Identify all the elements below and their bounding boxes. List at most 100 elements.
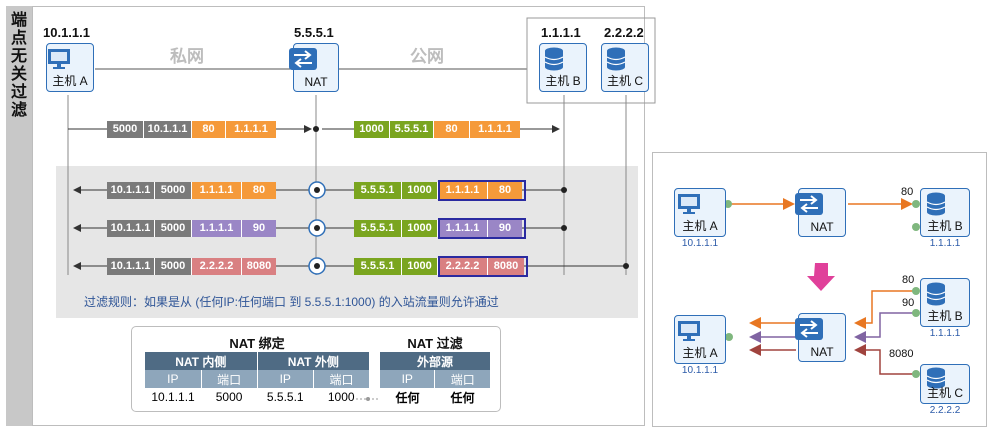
inbound-private-packet: 10.1.1.1 5000 1.1.1.1 90 [107,220,276,237]
nat-outside-header: NAT 外侧 [256,352,369,370]
right-host-a-node[interactable]: 主机 A [674,188,726,237]
dst-ip: 10.1.1.1 [107,220,155,237]
binding-table: NAT 内侧 NAT 外侧 IP 端口 IP 端口 10.1.1.1 5000 … [145,352,369,406]
dst-ip: 5.5.5.1 [354,182,402,199]
port-label: 80 [902,274,915,286]
host-a-ip: 10.1.1.1 [681,238,719,249]
right-nat-node[interactable]: NAT [795,188,846,237]
nat-arrows-icon [795,193,823,215]
sidebar-title: 端点无关过滤 [10,12,27,119]
nat-label: NAT [810,345,834,359]
src-port: 80 [242,182,276,199]
host-b-label: 主机 B [545,74,581,88]
dst-port: 80 [434,121,470,138]
source-highlight [438,218,526,239]
host-c-label: 主机 C [926,386,963,400]
src-port: 90 [242,220,276,237]
col-ip: IP [380,370,435,388]
nat-arrows-icon [289,48,317,70]
nat-inside-header: NAT 内侧 [145,352,258,370]
table-cell: 任何 [450,390,475,405]
dst-ip: 5.5.5.1 [354,258,402,275]
host-a-node[interactable]: 主机 A [46,43,94,92]
host-b-ip: 1.1.1.1 [929,238,961,249]
src-port: 8080 [242,258,276,275]
host-a-label: 主机 A [682,219,718,233]
host-b-ip: 1.1.1.1 [541,25,581,40]
outbound-private-packet: 5000 10.1.1.1 80 1.1.1.1 [107,121,276,138]
dst-port: 5000 [155,220,192,237]
host-b-label: 主机 B [927,219,963,233]
inbound-public-packet: 5.5.5.1 1000 2.2.2.2 8080 [354,258,524,275]
src-port: 1000 [354,121,390,138]
dst-ip: 5.5.5.1 [354,220,402,237]
inbound-private-packet: 10.1.1.1 5000 1.1.1.1 80 [107,182,276,199]
src-ip: 10.1.1.1 [144,121,192,138]
monitor-icon [678,194,700,214]
inbound-public-packet: 5.5.5.1 1000 1.1.1.1 90 [354,220,522,237]
dst-port: 1000 [402,182,438,199]
src-ip: 1.1.1.1 [192,182,242,199]
right-host-a-node[interactable]: 主机 A [674,315,726,364]
external-source-header: 外部源 [380,352,490,370]
database-icon [926,367,946,389]
src-ip: 1.1.1.1 [438,182,488,199]
private-network-label: 私网 [170,47,204,66]
filter-title: NAT 过滤 [407,336,463,351]
dst-port: 1000 [402,220,438,237]
port-label: 90 [902,297,915,309]
host-c-ip: 2.2.2.2 [604,25,644,40]
dst-ip: 1.1.1.1 [226,121,276,138]
right-host-b-node[interactable]: 主机 B [920,188,970,237]
database-icon [606,47,626,71]
src-port: 5000 [107,121,144,138]
src-port: 8080 [488,258,524,275]
filter-table: 外部源 IP 端口 任何 任何 [380,352,490,406]
host-a-ip: 10.1.1.1 [43,25,90,40]
host-b-node[interactable]: 主机 B [539,43,587,92]
dst-ip: 10.1.1.1 [107,182,155,199]
host-b-label: 主机 B [927,309,963,323]
dst-ip: 1.1.1.1 [470,121,520,138]
inbound-public-packet: 5.5.5.1 1000 1.1.1.1 80 [354,182,522,199]
host-b-ip: 1.1.1.1 [929,328,961,339]
right-host-c-node[interactable]: 主机 C [920,364,970,404]
table-cell: 10.1.1.1 [151,390,195,404]
binding-title: NAT 绑定 [229,336,285,351]
database-icon [926,282,946,306]
nat-label: NAT [810,220,834,234]
inbound-private-packet: 10.1.1.1 5000 2.2.2.2 8080 [107,258,276,275]
src-ip: 5.5.5.1 [390,121,434,138]
host-a-ip: 10.1.1.1 [681,365,719,376]
host-c-ip: 2.2.2.2 [929,405,961,416]
right-nat-node[interactable]: NAT [795,313,846,362]
src-port: 90 [488,220,522,237]
src-ip: 2.2.2.2 [192,258,242,275]
src-ip: 1.1.1.1 [438,220,488,237]
host-c-label: 主机 C [606,74,643,88]
outbound-public-packet: 1000 5.5.5.1 80 1.1.1.1 [354,121,520,138]
database-icon [926,192,946,216]
public-network-label: 公网 [410,47,444,66]
host-c-node[interactable]: 主机 C [601,43,649,92]
database-icon [544,47,564,71]
table-cell: 任何 [395,390,420,405]
port-label: 80 [901,186,914,198]
host-a-label: 主机 A [52,74,88,88]
table-cell: 5.5.5.1 [266,390,304,404]
right-host-b-node[interactable]: 主机 B [920,278,970,327]
col-ip: IP [256,370,314,388]
nat-node[interactable]: NAT [289,43,339,92]
table-cell: 1000 [327,390,355,404]
table-cell: 5000 [215,390,243,404]
nat-ip: 5.5.5.1 [294,25,334,40]
sidebar: 端点无关过滤 [6,6,32,426]
dst-port: 80 [192,121,226,138]
dst-port: 5000 [155,258,192,275]
source-highlight [438,180,526,201]
host-a-label: 主机 A [682,346,718,360]
source-highlight [438,256,528,277]
tables-box [131,326,501,412]
port-label: 8080 [889,348,914,360]
